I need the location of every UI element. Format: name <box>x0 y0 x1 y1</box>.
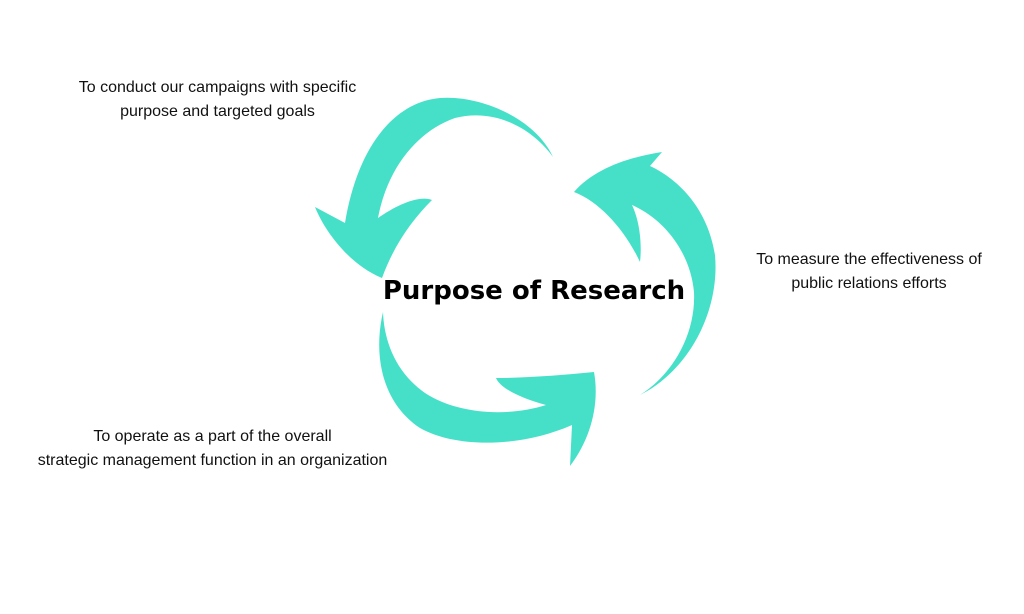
center-title: Purpose of Research <box>382 276 686 306</box>
purpose-item-effectiveness: To measure the effectiveness of public r… <box>728 248 1010 296</box>
purpose-item-line: strategic management function in an orga… <box>37 452 388 469</box>
purpose-item-line: To measure the effectiveness of <box>756 251 982 268</box>
purpose-item-line: To conduct our campaigns with specific <box>78 79 357 96</box>
purpose-item-line: To operate as a part of the overall <box>93 428 332 445</box>
arrow-bottom <box>379 312 596 466</box>
purpose-item-line: purpose and targeted goals <box>120 103 315 120</box>
purpose-item-line: public relations efforts <box>791 275 947 292</box>
purpose-item-strategic-management: To operate as a part of the overall stra… <box>10 425 415 473</box>
purpose-item-campaigns: To conduct our campaigns with specific p… <box>40 76 395 124</box>
arrow-right <box>574 152 716 395</box>
arrow-top-left <box>315 97 553 278</box>
